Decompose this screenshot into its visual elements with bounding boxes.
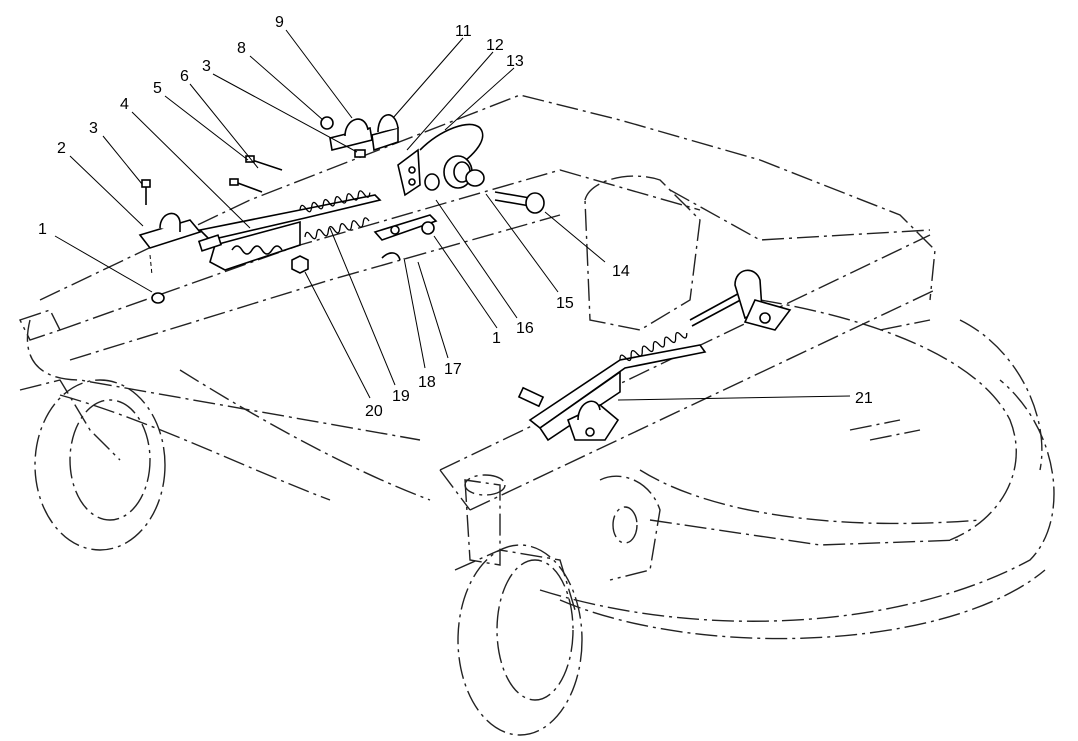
callout-14: 14 (612, 263, 630, 280)
callout-17: 17 (444, 361, 462, 378)
callout-11: 11 (455, 23, 472, 40)
part-pulley-15 (424, 155, 485, 191)
callout-3-left: 3 (89, 120, 98, 137)
callout-16: 16 (516, 320, 534, 337)
callout-21: 21 (855, 390, 873, 407)
callout-18: 18 (418, 374, 436, 391)
leader-lines (54, 29, 851, 401)
callout-labels: 1 2 3 4 5 6 3 8 9 11 12 13 14 15 16 1 17… (38, 14, 873, 420)
callout-3-top: 3 (202, 58, 211, 75)
part-bracket-2 (138, 212, 202, 276)
part-lift-assembly-right (517, 269, 792, 442)
part-pins-5-6 (229, 155, 283, 193)
part-bolt-3 (141, 179, 151, 205)
callout-13: 13 (506, 53, 524, 70)
part-arm-12 (397, 148, 421, 197)
callout-20: 20 (365, 403, 383, 420)
callout-6: 6 (180, 68, 189, 85)
part-link-17-18 (373, 214, 438, 261)
part-lift-rod-left (197, 194, 382, 271)
callout-1-left: 1 (38, 221, 47, 238)
callout-5: 5 (153, 80, 162, 97)
callout-2: 2 (57, 140, 66, 157)
callout-12: 12 (486, 37, 504, 54)
callout-8: 8 (237, 40, 246, 57)
part-spring-upper (299, 190, 371, 240)
callout-1-right: 1 (492, 330, 501, 347)
part-bolt-14 (494, 191, 545, 214)
part-bracket-9-11 (320, 114, 399, 158)
mower-deck-phantom-outline (19, 94, 1055, 736)
part-nut-20 (291, 255, 309, 274)
callout-4: 4 (120, 96, 129, 113)
callout-9: 9 (275, 14, 284, 31)
part-nut-1 (151, 292, 165, 304)
callout-19: 19 (392, 388, 410, 405)
callout-15: 15 (556, 295, 574, 312)
